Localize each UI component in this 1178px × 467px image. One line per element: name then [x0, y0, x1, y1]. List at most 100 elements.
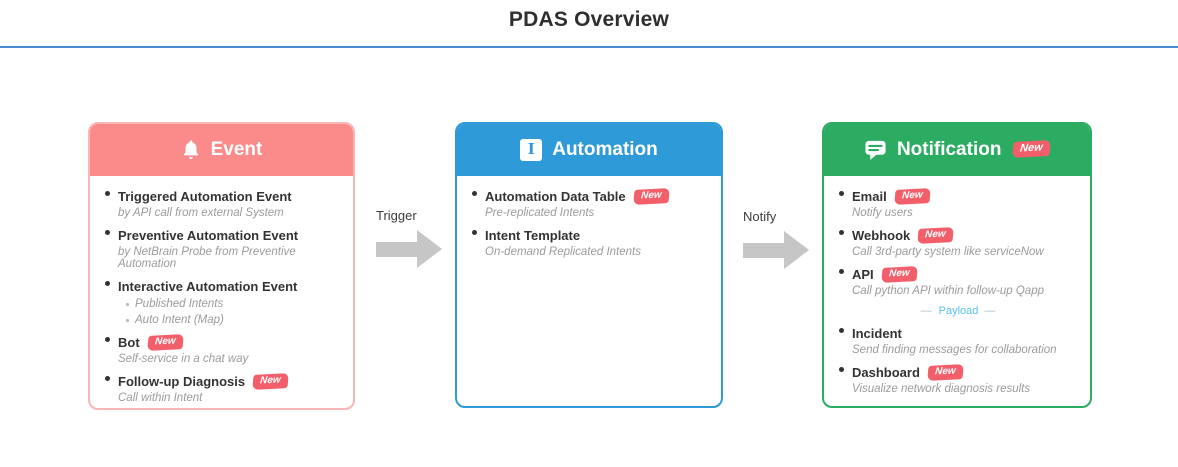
sub-list-item: Auto Intent (Map) — [126, 314, 341, 326]
sub-list-item: Published Intents — [126, 298, 341, 310]
bullet-icon — [839, 191, 844, 196]
item-title-row: Triggered Automation Event — [105, 189, 341, 204]
page-title: PDAS Overview — [508, 8, 670, 31]
item-title: Automation Data Table — [485, 189, 626, 204]
new-badge: New — [893, 188, 931, 205]
item-description: Pre-replicated Intents — [485, 207, 595, 219]
item-title-row: Bot New — [105, 334, 341, 351]
chat-icon — [864, 139, 887, 161]
arrow-head — [417, 230, 442, 268]
item-title-row: Incident — [839, 326, 1078, 341]
bullet-icon — [839, 367, 844, 372]
item-title-row: API New — [839, 266, 1078, 283]
event-card-header: Event New — [90, 124, 353, 176]
item-title: Incident — [852, 326, 902, 341]
notification-card-header: Notification New — [824, 124, 1090, 176]
payload-dash: — — [984, 305, 997, 317]
bullet-icon — [839, 269, 844, 274]
bullet-icon — [105, 376, 110, 381]
item-title-row: Interactive Automation Event — [105, 279, 341, 294]
notify-arrow-group: Notify — [743, 209, 813, 269]
item-description: Visualize network diagnosis results — [852, 383, 1031, 395]
item-title-row: Automation Data Table New — [472, 188, 709, 205]
sub-item-label: Published Intents — [135, 298, 224, 310]
list-item: Preventive Automation Event by NetBrain P… — [105, 228, 341, 270]
right-arrow-icon — [743, 231, 813, 269]
item-title: Follow-up Diagnosis — [118, 374, 246, 389]
bullet-icon — [839, 328, 844, 333]
item-title-row: Preventive Automation Event — [105, 228, 341, 243]
sub-item-label: Auto Intent (Map) — [135, 314, 224, 326]
item-description: Call within Intent — [118, 392, 203, 404]
new-badge: New — [927, 364, 964, 381]
item-title: API — [852, 267, 874, 282]
item-description: Self-service in a chat way — [118, 353, 249, 365]
item-title-row: Intent Template — [472, 228, 709, 243]
payload-label: Payload — [938, 305, 979, 317]
trigger-arrow-label: Trigger — [376, 208, 417, 223]
list-item: Triggered Automation Event by API call fr… — [105, 189, 341, 219]
item-title: Dashboard — [852, 365, 920, 380]
payload-dash: — — [920, 305, 933, 317]
payload-divider: — Payload — — [839, 305, 1078, 317]
item-description: by NetBrain Probe from Preventive Automa… — [118, 246, 296, 270]
title-divider — [0, 46, 1178, 48]
bullet-icon — [472, 230, 477, 235]
arrow-head — [784, 231, 809, 269]
automation-card: I Automation New Automation Data Table Ne… — [455, 122, 723, 408]
intent-icon: I — [520, 138, 543, 161]
automation-card-title: Automation — [552, 138, 658, 160]
bullet-icon — [472, 191, 477, 196]
new-badge: New — [880, 266, 917, 283]
sub-bullet-icon — [126, 318, 129, 322]
new-badge: New — [252, 373, 289, 390]
event-card-title: Event — [210, 138, 263, 160]
bullet-icon — [105, 191, 110, 196]
sub-bullet-icon — [126, 302, 129, 306]
bullet-icon — [105, 230, 110, 235]
item-description: Notify users — [852, 207, 913, 219]
item-description: by API call from external System — [118, 207, 284, 219]
item-description: On-demand Replicated Intents — [485, 246, 641, 258]
item-title-row: Email New — [839, 188, 1078, 205]
event-card-body: Triggered Automation Event by API call fr… — [90, 176, 353, 408]
item-description: Call 3rd-party system like serviceNow — [852, 246, 1044, 258]
bullet-icon — [105, 337, 110, 342]
automation-card-header: I Automation New — [457, 124, 721, 176]
notification-card-title: Notification — [896, 138, 1002, 160]
new-badge: New — [1012, 140, 1051, 159]
new-badge: New — [632, 188, 669, 205]
notify-arrow-label: Notify — [743, 209, 777, 224]
item-title: Preventive Automation Event — [118, 228, 299, 243]
bullet-icon — [839, 230, 844, 235]
item-title: Email — [852, 189, 887, 204]
event-card: Event New Triggered Automation Event by A… — [88, 122, 355, 410]
item-title: Intent Template — [485, 228, 581, 243]
new-badge: New — [917, 227, 954, 244]
item-title: Bot — [118, 335, 140, 350]
bullet-icon — [105, 281, 110, 286]
new-badge: New — [146, 334, 183, 351]
trigger-arrow-group: Trigger — [376, 208, 446, 268]
item-title: Triggered Automation Event — [118, 189, 292, 204]
arrow-shaft — [376, 241, 417, 257]
arrow-shaft — [743, 242, 784, 258]
item-description: Send finding messages for collaboration — [852, 344, 1057, 356]
item-title: Interactive Automation Event — [118, 279, 298, 294]
right-arrow-icon — [376, 230, 446, 268]
